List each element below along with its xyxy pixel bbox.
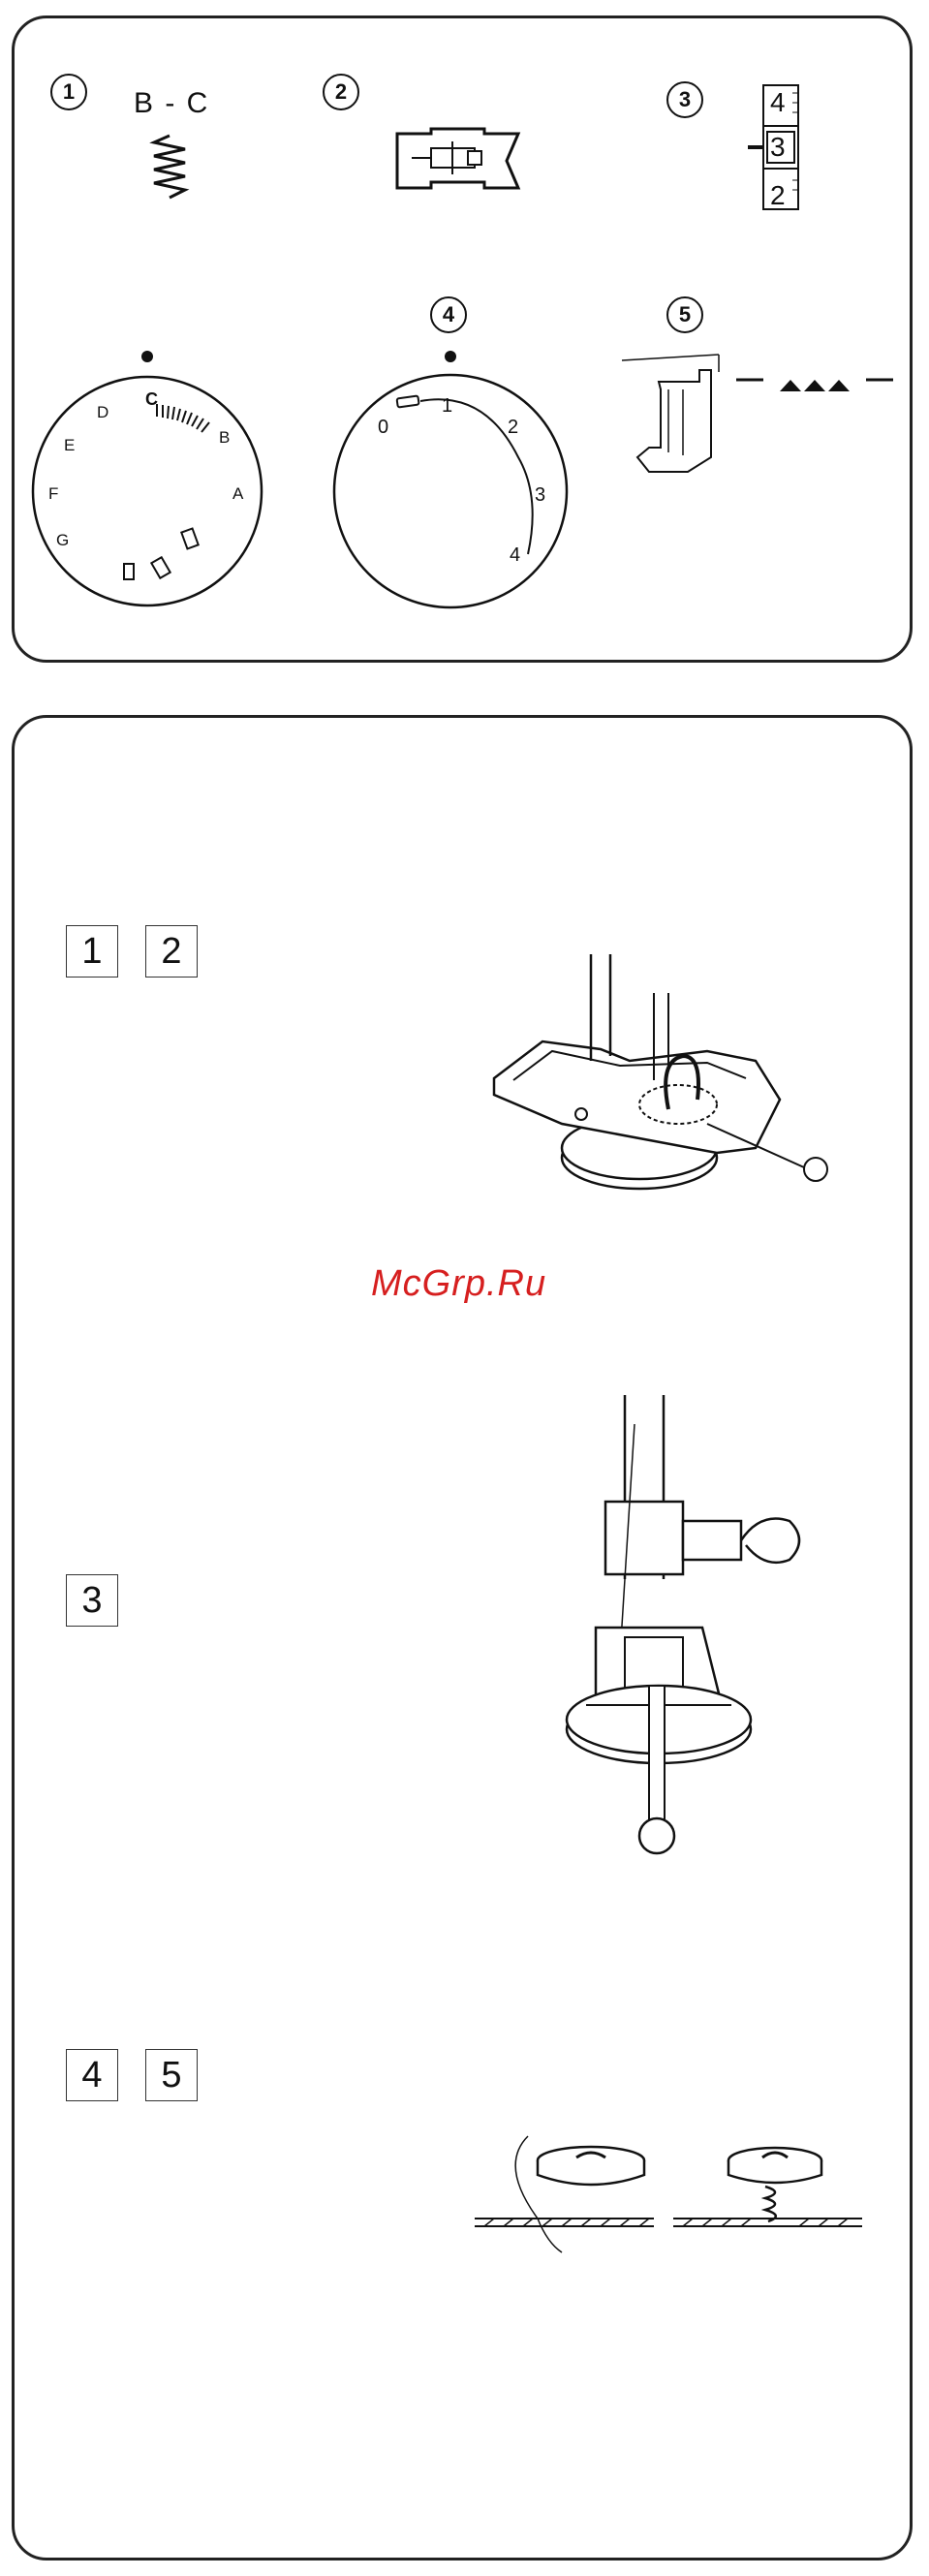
step-box-2: 2 xyxy=(145,925,198,978)
dial-number-2: 2 xyxy=(508,417,518,439)
step-box-3: 3 xyxy=(66,1574,118,1627)
dial-letter-f: F xyxy=(48,484,58,504)
step-box-1: 1 xyxy=(66,925,118,978)
marker-4: 4 xyxy=(430,296,467,333)
dial-number-4: 4 xyxy=(510,544,520,567)
watermark: McGrp.Ru xyxy=(371,1263,546,1305)
dial-letter-b: B xyxy=(219,428,230,448)
dial-letter-a: A xyxy=(232,484,243,504)
dial-letter-g: G xyxy=(56,531,69,550)
stitch-label: B - C xyxy=(134,87,209,120)
dial-letter-c: C xyxy=(145,389,158,410)
button-sewing-illustration xyxy=(470,2126,877,2272)
stitch-length-dial xyxy=(320,351,572,612)
step-box-4: 4 xyxy=(66,2049,118,2101)
dial-number-0: 0 xyxy=(378,417,388,439)
zigzag-stitch-icon xyxy=(150,136,189,203)
presser-foot-icon xyxy=(392,124,523,197)
dial-number-1: 1 xyxy=(442,395,452,418)
dial-number-3: 3 xyxy=(535,484,545,507)
dial-letter-d: D xyxy=(97,403,108,422)
scale-digit-4: 4 xyxy=(770,87,786,118)
dial-letter-e: E xyxy=(64,436,75,455)
needle-foot-illustration xyxy=(567,1395,877,1879)
button-foot-illustration xyxy=(484,954,852,1206)
scale-digit-3: 3 xyxy=(770,132,786,163)
marker-1: 1 xyxy=(50,74,87,110)
marker-5: 5 xyxy=(666,296,703,333)
step-box-5: 5 xyxy=(145,2049,198,2101)
scale-digit-2: 2 xyxy=(770,180,786,211)
feed-dog-foot-icon xyxy=(610,341,911,515)
marker-2: 2 xyxy=(323,74,359,110)
marker-3: 3 xyxy=(666,81,703,118)
